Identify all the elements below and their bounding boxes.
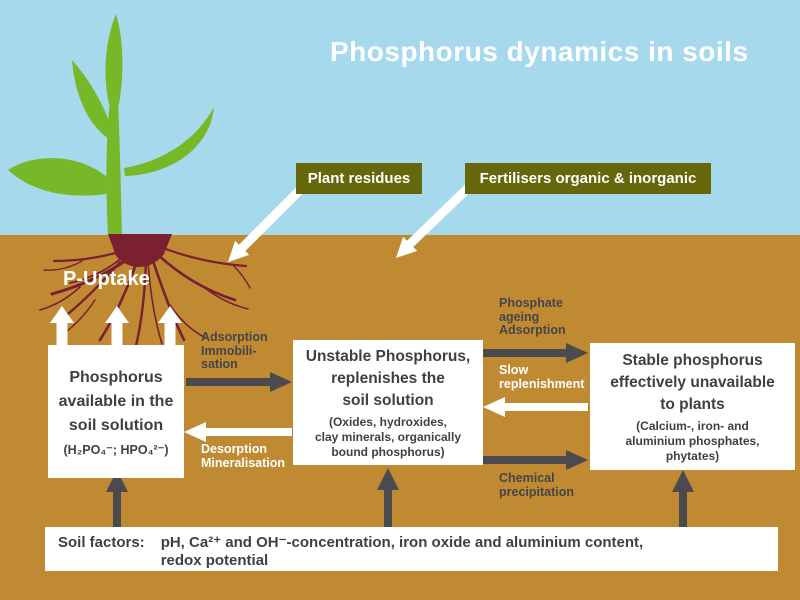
pool-unstable-detail: clay minerals, organically <box>314 429 462 444</box>
pool-available-phosphorus: Phosphorus available in the soil solutio… <box>48 345 184 478</box>
pool-unstable-detail: (Oxides, hydroxides, <box>328 414 448 429</box>
plant-leaf-center <box>105 14 123 104</box>
soil-factors-line: pH, Ca²⁺ and OH⁻-concentration, iron oxi… <box>160 534 644 551</box>
arrow-soil-factors-to-stable <box>672 470 694 527</box>
pool-unstable-line: soil solution <box>342 391 434 409</box>
label-chemical-precipitation: Chemical precipitation <box>499 471 575 499</box>
arrow-desorption-mineralisation <box>184 422 292 442</box>
label-slow-replenishment: Slow replenishment <box>499 363 585 391</box>
plant-residues-box: Plant residues <box>296 163 422 194</box>
arrow-soil-factors-to-available <box>106 470 128 527</box>
arrows-p-uptake <box>50 306 182 347</box>
page-title: Phosphorus dynamics in soils <box>330 36 749 67</box>
pool-unstable-phosphorus: Unstable Phosphorus, replenishes the soi… <box>293 340 483 465</box>
pool-unstable-line: replenishes the <box>331 369 445 387</box>
pool-stable-line: effectively unavailable <box>610 373 775 391</box>
plant-residues-label: Plant residues <box>307 170 411 187</box>
soil-factors-label: Soil factors: <box>58 534 145 551</box>
pool-stable-phosphorus: Stable phosphorus effectively unavailabl… <box>590 343 795 470</box>
label-desorption-mineralisation: Desorption Mineralisation <box>201 442 286 470</box>
pool-stable-detail: aluminium phosphates, <box>625 433 760 448</box>
pool-available-line: Phosphorus <box>69 368 163 386</box>
label-adsorption-immobilisation: Adsorption Immobili- sation <box>201 330 268 371</box>
pool-stable-line: to plants <box>660 395 725 413</box>
fertilisers-box: Fertilisers organic & inorganic <box>465 163 711 194</box>
arrow-fertilisers-to-soil <box>396 184 472 258</box>
pool-stable-detail: phytates) <box>665 448 720 463</box>
sky-background <box>0 0 800 235</box>
pool-unstable-detail: bound phosphorus) <box>331 444 445 459</box>
arrow-plant-residues-to-soil <box>228 184 306 262</box>
plant-leaf-upper-left <box>72 60 114 140</box>
soil-factors-box: Soil factors: pH, Ca²⁺ and OH⁻-concentra… <box>45 527 778 571</box>
plant-illustration <box>8 14 214 238</box>
arrow-chemical-precipitation <box>483 450 588 470</box>
pool-unstable-line: Unstable Phosphorus, <box>305 347 471 365</box>
plant-leaf-right <box>124 107 214 176</box>
fertilisers-label: Fertilisers organic & inorganic <box>479 170 697 187</box>
p-uptake-label: P-Uptake <box>63 268 150 290</box>
arrow-adsorption-immobilisation <box>186 372 292 392</box>
pool-available-line: soil solution <box>68 416 164 434</box>
plant-leaf-left <box>8 158 108 196</box>
pool-available-formula: (H₂PO₄⁻; HPO₄²⁻) <box>63 442 169 457</box>
pool-stable-detail: (Calcium-, iron- and <box>636 418 749 433</box>
plant-stem <box>106 98 122 238</box>
arrow-phosphate-ageing <box>483 343 588 363</box>
arrow-slow-replenishment <box>483 397 588 417</box>
label-phosphate-ageing: Phosphate ageing Adsorption <box>499 296 566 337</box>
arrow-soil-factors-to-unstable <box>377 468 399 527</box>
pool-stable-line: Stable phosphorus <box>622 351 763 369</box>
pool-available-line: available in the <box>58 392 174 410</box>
soil-factors-line: redox potential <box>160 552 269 569</box>
